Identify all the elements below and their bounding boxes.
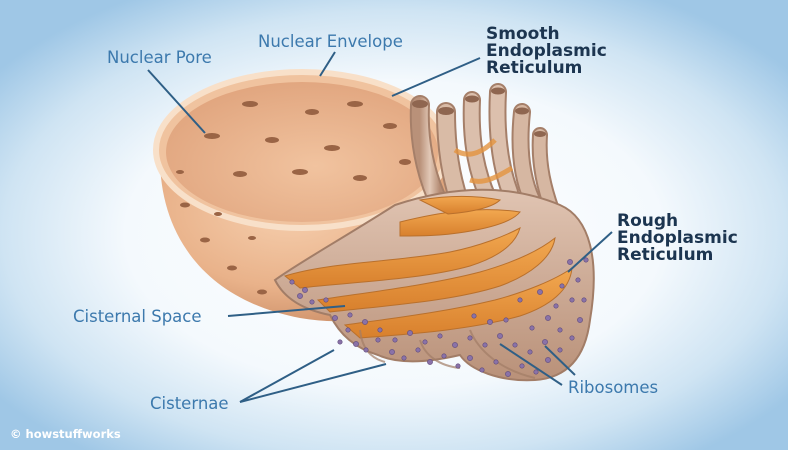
ribosome-dot — [290, 280, 294, 284]
ribosome-dot — [505, 371, 510, 376]
ribosome-dot — [378, 328, 382, 332]
ribosome-dot — [513, 343, 517, 347]
ribosome-dot — [427, 359, 432, 364]
label-rough-er: Rough Endoplasmic Reticulum — [617, 213, 738, 264]
label-rough-er-line-3: Reticulum — [617, 247, 738, 264]
ribosome-dot — [452, 342, 457, 347]
ribosome-dot — [570, 298, 574, 302]
ribosome-dot — [518, 298, 522, 302]
ribosome-dot — [494, 360, 498, 364]
ribosome-dot — [310, 300, 314, 304]
ribosome-dot — [353, 341, 358, 346]
ribosome-dot — [456, 364, 460, 368]
ribosome-dot — [504, 318, 508, 322]
label-cisternal-space: Cisternal Space — [73, 307, 202, 326]
ribosome-dot — [582, 298, 586, 302]
ribosome-dot — [530, 326, 534, 330]
ribosome-dot — [393, 338, 397, 342]
ribosome-dot — [416, 348, 420, 352]
ribosome-dot — [332, 315, 337, 320]
ribosome-dot — [423, 340, 427, 344]
ribosome-dot — [577, 317, 582, 322]
ribosome-dot — [468, 336, 472, 340]
ribosome-dot — [467, 355, 472, 360]
ribosome-dot — [558, 348, 562, 352]
credit-watermark: © howstuffworks — [10, 427, 121, 441]
ribosome-dot — [584, 258, 588, 262]
ribosome-dot — [407, 330, 412, 335]
ribosome-dot — [442, 354, 446, 358]
ribosome-dot — [542, 339, 547, 344]
ribosome-dot — [497, 333, 502, 338]
ribosome-dot — [560, 284, 564, 288]
label-cisternae: Cisternae — [150, 394, 229, 413]
ribosome-dot — [297, 293, 302, 298]
ribosome-dot — [389, 349, 394, 354]
ribosome-dot — [483, 343, 487, 347]
ribosome-dot — [534, 370, 538, 374]
label-nuclear-pore: Nuclear Pore — [107, 48, 212, 67]
ribosome-dot — [558, 328, 562, 332]
ribosome-dot — [576, 278, 580, 282]
label-ribosomes: Ribosomes — [568, 378, 658, 397]
nucleus-interior — [166, 82, 438, 222]
ribosome-dot — [528, 350, 532, 354]
ribosome-dot — [302, 287, 307, 292]
ribosome-dot — [487, 319, 492, 324]
label-smooth-er: Smooth Endoplasmic Reticulum — [486, 26, 607, 77]
ribosome-dot — [545, 357, 550, 362]
ribosome-dot — [545, 315, 550, 320]
ribosome-dot — [402, 356, 406, 360]
ribosome-dot — [438, 334, 442, 338]
ribosome-dot — [472, 314, 476, 318]
ribosome-dot — [348, 313, 352, 317]
ribosome-dot — [364, 348, 368, 352]
ribosome-dot — [520, 364, 524, 368]
ribosome-dot — [362, 319, 367, 324]
ribosome-dot — [567, 259, 572, 264]
ribosome-dot — [554, 304, 558, 308]
ribosome-dot — [537, 289, 542, 294]
ribosome-dot — [480, 368, 484, 372]
ribosome-dot — [324, 298, 328, 302]
ribosome-dot — [570, 336, 574, 340]
label-nuclear-envelope: Nuclear Envelope — [258, 32, 403, 51]
ribosome-dot — [338, 340, 342, 344]
label-smooth-er-line-3: Reticulum — [486, 60, 607, 77]
ribosome-dot — [346, 328, 350, 332]
ribosome-dot — [376, 338, 380, 342]
